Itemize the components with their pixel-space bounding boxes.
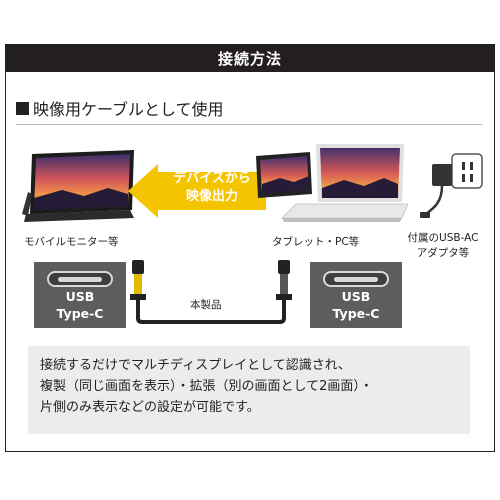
- tablet-laptop-icon: [256, 144, 408, 222]
- port-left-line1: USB: [65, 289, 95, 304]
- arrow-text-line1: デバイスから: [173, 171, 251, 186]
- port-left-line2: Type-C: [56, 306, 104, 321]
- adapter-label: 付属のUSB-AC アダプタ等: [404, 230, 482, 260]
- cable-label: 本製品: [190, 299, 222, 311]
- section-divider: [16, 124, 482, 125]
- usb-c-port-icon: [323, 271, 389, 287]
- usb-c-port-icon: [47, 271, 113, 287]
- header-bar: 接続方法: [5, 44, 495, 72]
- usb-type-c-port-right: USB Type-C: [310, 262, 402, 328]
- usb-ac-adapter-icon: [420, 153, 483, 218]
- arrow-text: デバイスから 映像出力: [162, 170, 262, 206]
- port-right-line1: USB: [341, 289, 371, 304]
- port-right-line2: Type-C: [332, 306, 380, 321]
- arrow-text-line2: 映像出力: [185, 189, 238, 204]
- info-box: 接続するだけでマルチディスプレイとして認識され、 複製（同じ画面を表示）・拡張（…: [28, 346, 470, 434]
- usb-type-c-port-left: USB Type-C: [34, 262, 126, 328]
- info-line1: 接続するだけでマルチディスプレイとして認識され、: [40, 358, 351, 373]
- info-line2: 複製（同じ画面を表示）・拡張（別の画面として2画面）・: [40, 379, 373, 394]
- section-title-text: 映像用ケーブルとして使用: [33, 100, 224, 119]
- laptop-label: タブレット・PC等: [272, 236, 360, 248]
- mobile-monitor-icon: [22, 150, 134, 222]
- info-line3: 片側のみ表示などの設定が可能です。: [40, 400, 260, 415]
- adapter-label-line1: 付属のUSB-AC: [407, 232, 479, 244]
- square-bullet-icon: [16, 101, 29, 115]
- section-title: 映像用ケーブルとして使用: [16, 96, 224, 120]
- arrow-left-icon: [128, 164, 266, 218]
- monitor-label: モバイルモニター等: [24, 236, 119, 248]
- header-title: 接続方法: [217, 49, 282, 68]
- adapter-label-line2: アダプタ等: [416, 247, 470, 259]
